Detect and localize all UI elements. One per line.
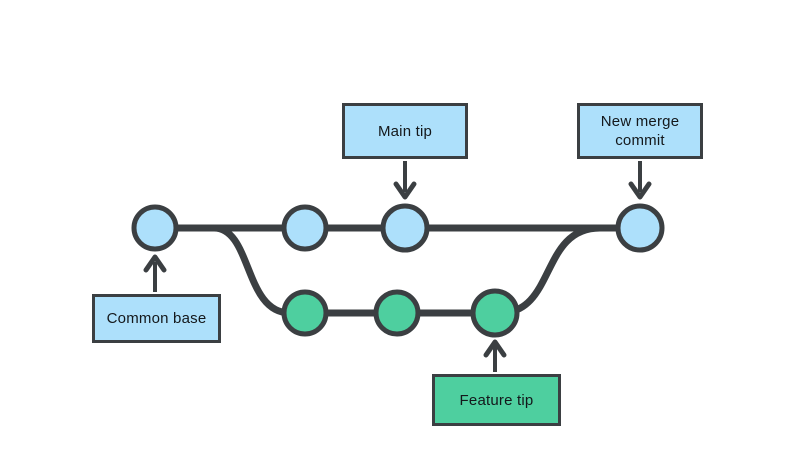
main-commit-1[interactable] — [131, 204, 179, 252]
arrow-common-base-icon — [143, 254, 167, 292]
label-feature-tip[interactable]: Feature tip — [432, 374, 561, 426]
arrow-feature-tip-icon — [483, 339, 507, 372]
feature-commit-1[interactable] — [281, 289, 329, 337]
label-main-tip[interactable]: Main tip — [342, 103, 468, 159]
feature-commit-2[interactable] — [373, 289, 421, 337]
branch-off-curve — [210, 224, 294, 317]
feature-commit-3[interactable] — [470, 288, 520, 338]
main-commit-2[interactable] — [281, 204, 329, 252]
main-commit-3[interactable] — [380, 203, 430, 253]
merge-commit[interactable] — [615, 203, 665, 253]
arrow-new-merge-commit-icon — [628, 161, 652, 200]
label-common-base[interactable]: Common base — [92, 294, 221, 343]
label-new-merge-commit[interactable]: New merge commit — [577, 103, 703, 159]
arrow-main-tip-icon — [393, 161, 417, 200]
